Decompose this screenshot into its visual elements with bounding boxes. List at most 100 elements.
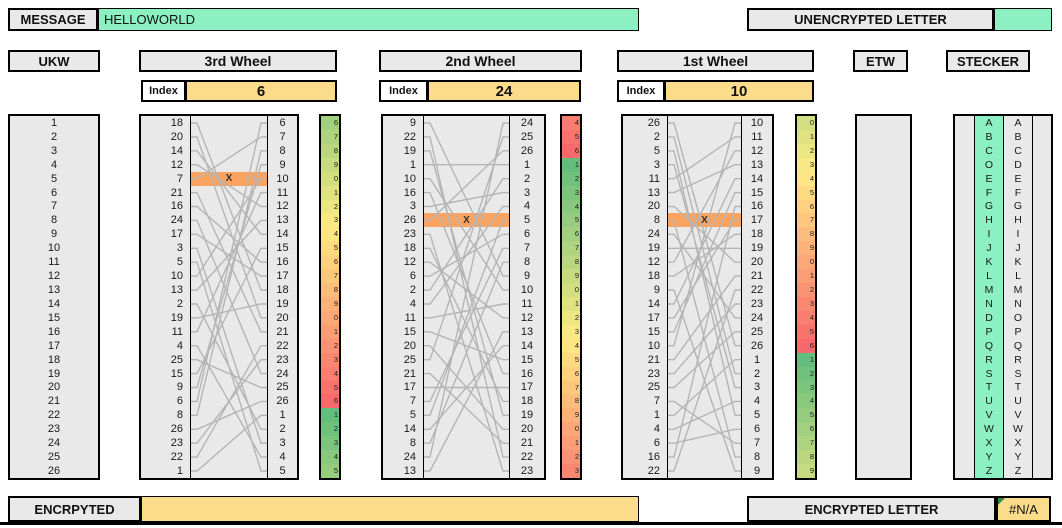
wheel-left-cell: 4 (176, 339, 183, 352)
wheel-right-cell: 12 (750, 144, 764, 157)
stecker-mapped-cell[interactable]: I (987, 228, 991, 241)
heat-cell-value: 5 (334, 466, 338, 476)
third-wheel-index-label: Index (141, 80, 186, 102)
stecker-mapped-cell[interactable]: M (984, 284, 994, 297)
heat-cell-value: 3 (575, 187, 579, 197)
wheel-left-cell: 14 (647, 297, 660, 310)
third-wheel-index-cell[interactable]: 6 (185, 80, 337, 102)
wheel-right-cell: 9 (279, 158, 286, 171)
heat-cell: 3 (321, 436, 339, 451)
heat-cell: 17 (562, 380, 580, 395)
stecker-mapped-cell[interactable]: F (985, 186, 993, 199)
wheel-left-cell: 7 (409, 395, 416, 408)
wheel-right-cell: 17 (750, 214, 764, 227)
stecker-mapped-cell[interactable]: V (985, 409, 993, 422)
wheel-left-cell: 20 (170, 130, 183, 143)
second-wheel-heat-strip: 2425261234567891011121314151617181920212… (560, 114, 582, 480)
heat-cell-value: 5 (810, 410, 814, 420)
wheel-left-cell: 21 (403, 367, 416, 380)
wheel-right-cell: 10 (750, 116, 764, 129)
first-wheel-index-cell[interactable]: 10 (664, 80, 814, 102)
wheel-right-cell: 2 (279, 423, 286, 436)
stecker-mapped-cell[interactable]: H (985, 214, 993, 227)
stecker-mapped-cell[interactable]: U (985, 395, 993, 408)
stecker-mapped-cell[interactable]: R (985, 353, 993, 366)
wheel-left-cell: 1 (409, 158, 416, 171)
encrypted-label: ENCRPYTED (8, 496, 141, 522)
message-input-cell[interactable]: HELLOWORLD (98, 8, 639, 31)
ukw-position-cell: 12 (47, 270, 61, 283)
stecker-mapped-cell[interactable]: B (985, 130, 993, 143)
heat-cell: 14 (321, 227, 339, 242)
ukw-position-cell: 17 (47, 339, 61, 352)
wheel-right-cell: 25 (750, 325, 764, 338)
heat-cell: 13 (797, 157, 815, 172)
wheel-right-cell: 5 (753, 409, 761, 422)
wheel-left-cell: 10 (170, 270, 183, 283)
heat-cell-value: 17 (810, 215, 814, 225)
wheel-left-cell: 23 (647, 367, 660, 380)
wheel-left-cell: 16 (403, 186, 416, 199)
error-indicator-icon (998, 498, 1005, 505)
wheel-right-cell: 21 (520, 437, 534, 450)
stecker-mapped-cell[interactable]: T (985, 381, 993, 394)
wheel-wiring-lines (668, 122, 741, 472)
heat-cell: 17 (321, 269, 339, 284)
heat-cell-value: 12 (334, 201, 338, 211)
heat-cell-value: 22 (575, 452, 579, 462)
stecker-mapped-cell[interactable]: D (985, 311, 993, 324)
heat-cell: 1 (562, 157, 580, 172)
wheel-left-cell: 5 (653, 144, 660, 157)
heat-cell-value: 9 (575, 271, 579, 281)
heat-cell: 26 (562, 143, 580, 158)
stecker-alphabet-cell: Q (1013, 339, 1023, 352)
stecker-mapped-cell[interactable]: P (985, 325, 993, 338)
stecker-mapped-cell[interactable]: K (985, 256, 993, 269)
wheel-left-cell: 14 (403, 423, 416, 436)
stecker-mapped-cell[interactable]: J (986, 242, 992, 255)
wheel-left-cell: 20 (403, 339, 416, 352)
stecker-mapped-cell[interactable]: N (985, 297, 993, 310)
stecker-mapped-cell[interactable]: W (984, 423, 994, 436)
stecker-mapped-cell[interactable]: E (985, 172, 993, 185)
heat-cell-value: 14 (334, 229, 338, 239)
stecker-mapped-cell[interactable]: L (986, 270, 992, 283)
wheel-right-cell: 23 (520, 465, 534, 477)
wheel-left-cell: 9 (653, 284, 660, 297)
stecker-mapped-cell[interactable]: G (984, 200, 994, 213)
heat-cell: 5 (562, 213, 580, 228)
wheel-right-cell: 22 (520, 451, 534, 464)
heat-cell-value: 19 (334, 298, 338, 308)
stecker-mapped-cell[interactable]: Z (985, 465, 993, 477)
wheel-left-cell: 19 (647, 242, 660, 255)
heat-cell-value: 20 (334, 312, 338, 322)
stecker-mapped-cell[interactable]: Y (985, 451, 993, 464)
stecker-mapped-cell[interactable]: S (985, 367, 993, 380)
heat-cell: 4 (562, 199, 580, 214)
heat-cell: 22 (562, 450, 580, 465)
second-wheel-index-cell[interactable]: 24 (427, 80, 581, 102)
heat-cell-value: 22 (334, 340, 338, 350)
heat-cell-value: 13 (575, 326, 579, 336)
heat-cell: 7 (562, 241, 580, 256)
wheel-right-cell: 5 (279, 465, 286, 477)
heat-cell-value: 5 (575, 215, 579, 225)
stecker-mapped-cell[interactable]: O (984, 158, 994, 171)
wheel-left-cell: 26 (647, 116, 660, 129)
heat-cell-value: 14 (575, 340, 579, 350)
heat-cell: 11 (562, 296, 580, 311)
stecker-mapped-cell[interactable]: C (985, 144, 993, 157)
wheel-right-cell: 3 (523, 186, 531, 199)
heat-cell: 26 (797, 338, 815, 353)
stecker-mapped-cell[interactable]: A (985, 116, 993, 129)
heat-cell: 7 (321, 129, 339, 144)
heat-cell: 21 (562, 436, 580, 451)
stecker-mapped-cell[interactable]: Q (984, 339, 994, 352)
ukw-position-cell: 16 (47, 325, 61, 338)
stecker-mapped-cell[interactable]: X (985, 437, 993, 450)
wheel-right-cell: 12 (520, 311, 534, 324)
